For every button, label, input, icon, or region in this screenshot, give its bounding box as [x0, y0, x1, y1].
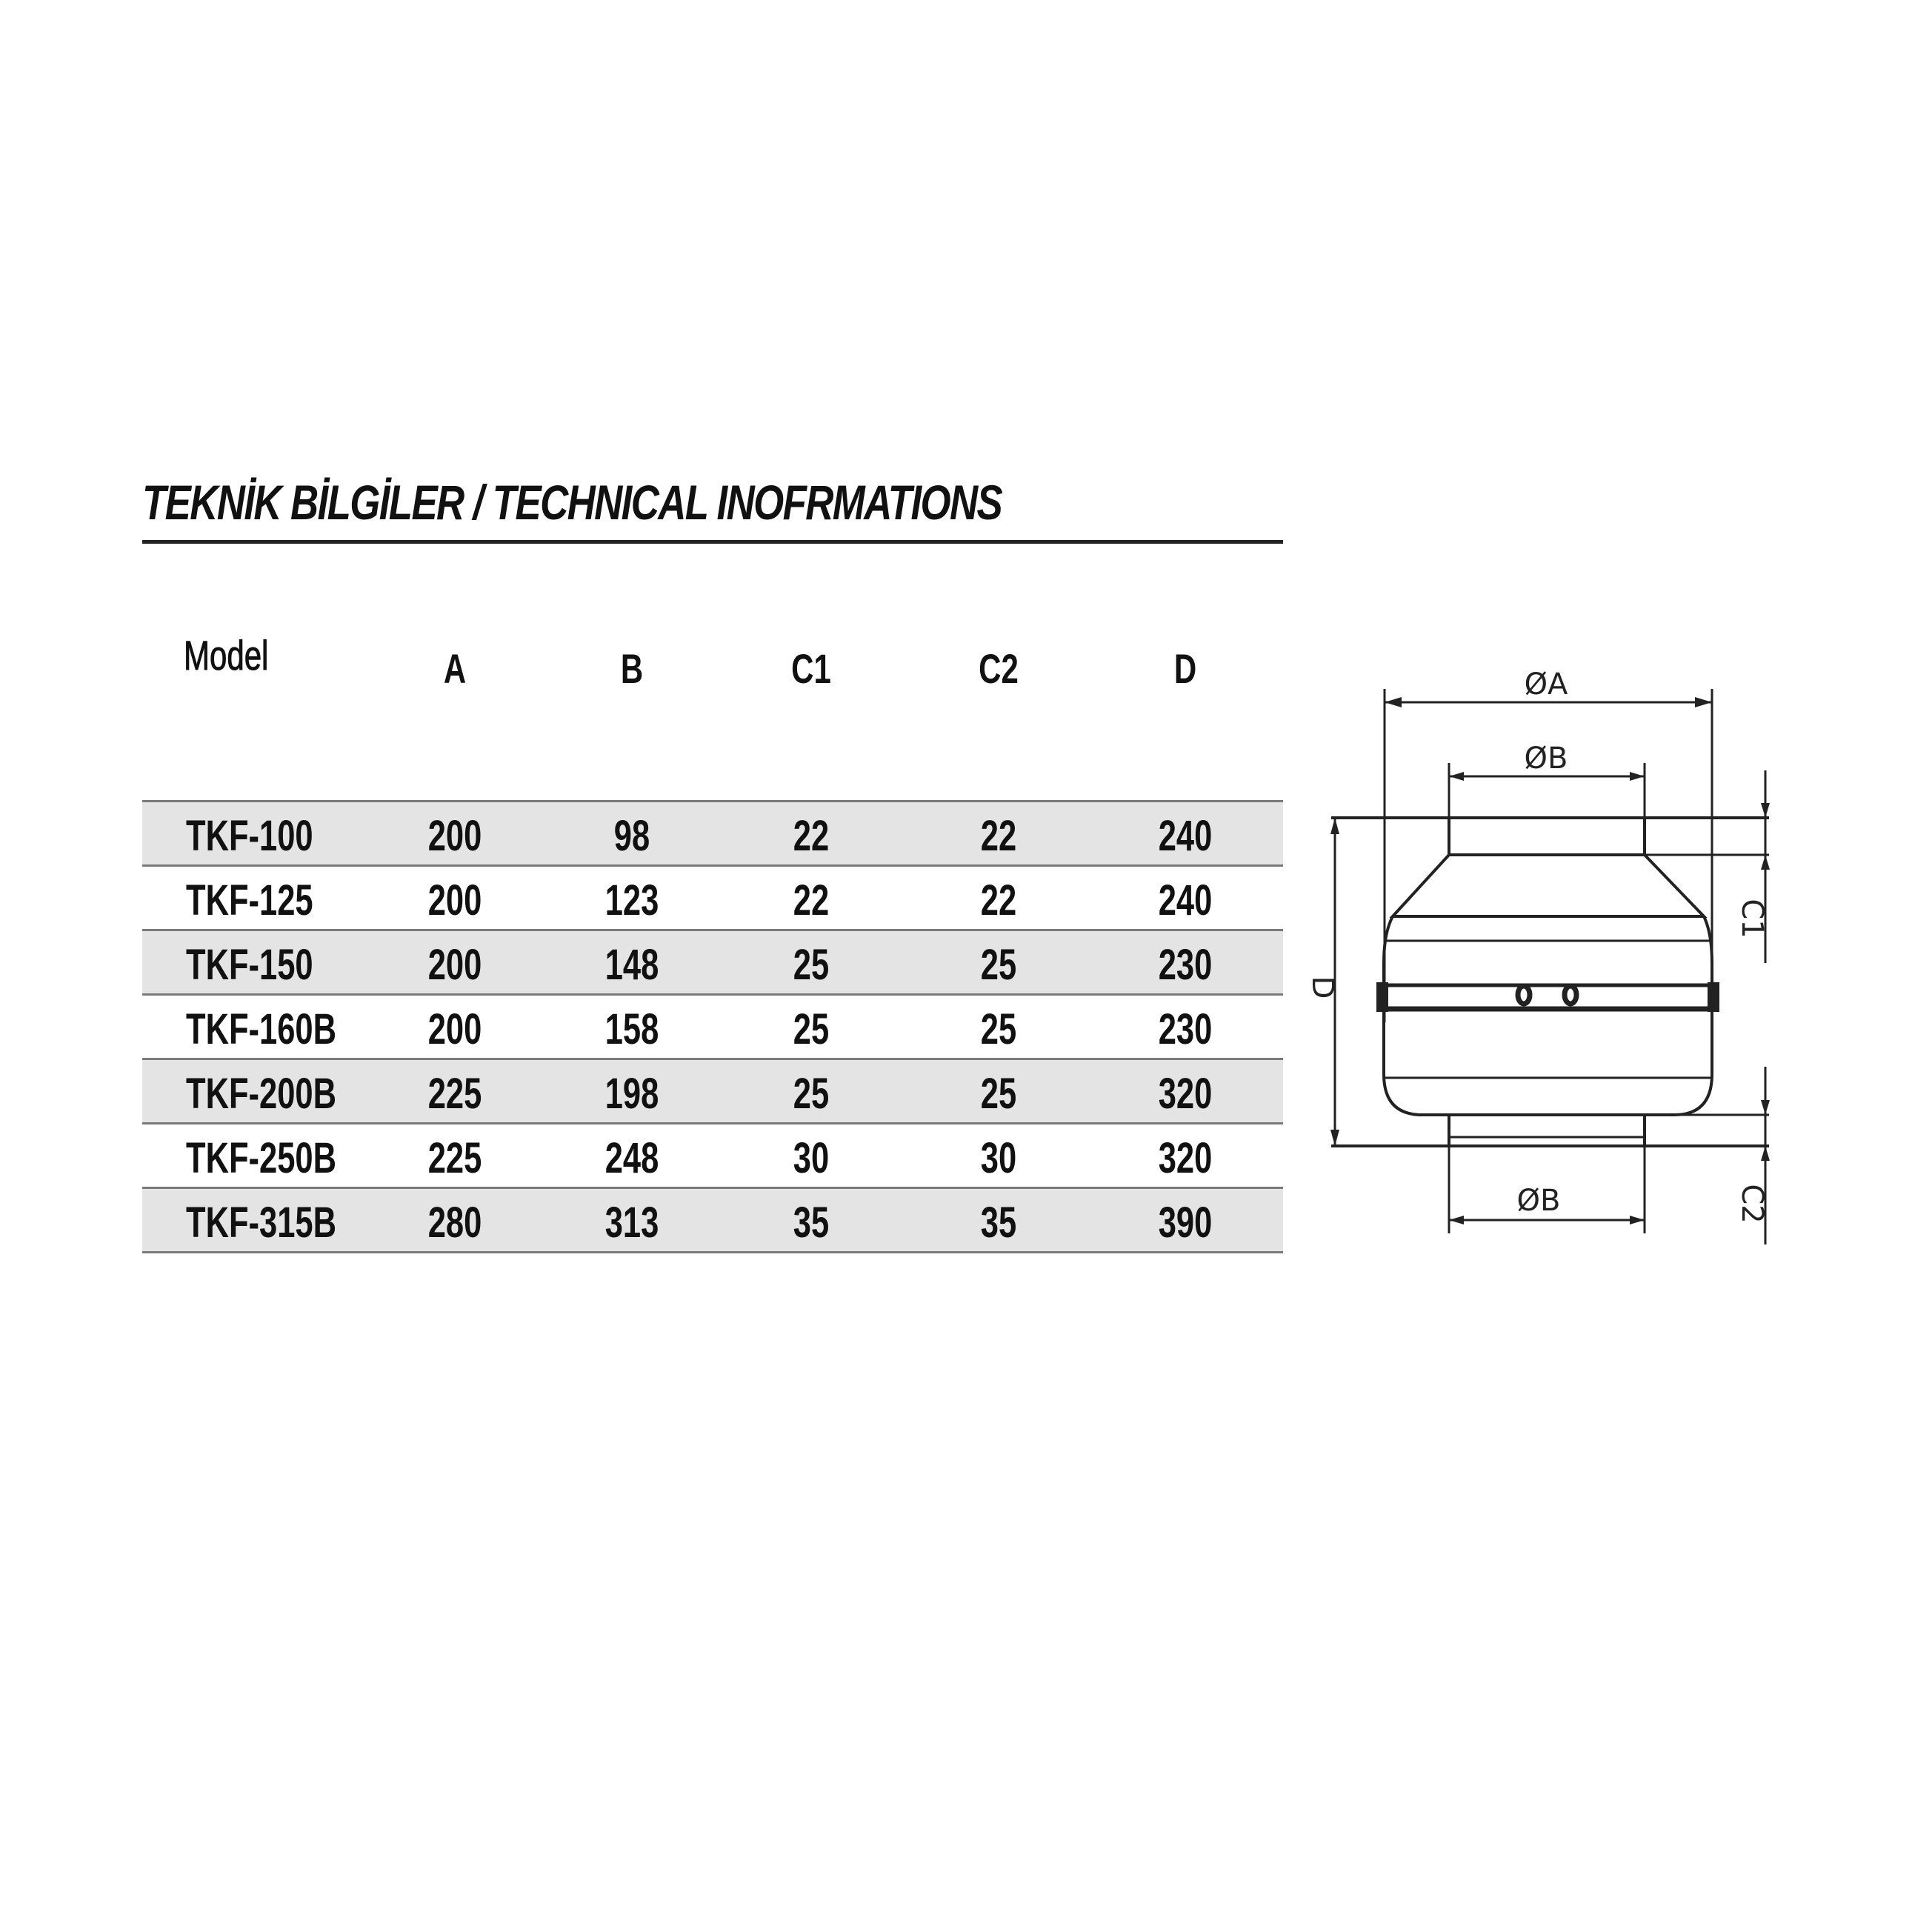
band-clamp-left	[1376, 982, 1388, 1012]
cell-b: 248	[604, 1134, 659, 1182]
cell-model: TKF-250B	[186, 1134, 337, 1182]
arrow-icon	[1695, 697, 1712, 707]
cell-c1: 25	[793, 1070, 830, 1118]
cell-c1: 22	[793, 812, 830, 860]
arrow-icon	[1630, 772, 1645, 781]
cell-c2: 25	[980, 1005, 1017, 1053]
cell-d: 230	[1158, 1005, 1213, 1053]
header-c2: C2	[979, 645, 1019, 692]
cell-a: 200	[427, 812, 482, 860]
cell-d: 320	[1158, 1134, 1213, 1182]
title-divider	[142, 540, 1283, 544]
arrow-icon	[1449, 772, 1464, 781]
table-row: TKF-150 200 148 25 25 230	[142, 931, 1283, 996]
cell-c2: 35	[980, 1199, 1017, 1247]
cell-a: 200	[427, 876, 482, 924]
cell-model: TKF-100	[186, 812, 313, 860]
bottom-duct-collar	[1448, 1113, 1646, 1147]
top-duct-collar	[1448, 816, 1646, 856]
cell-c2: 25	[980, 941, 1017, 989]
arrow-icon	[1761, 855, 1770, 870]
cell-c2: 22	[980, 876, 1017, 924]
arrow-icon	[1761, 1146, 1770, 1161]
cell-c1: 35	[793, 1199, 830, 1247]
header-d: D	[1173, 645, 1197, 692]
arrow-icon	[1330, 1130, 1339, 1146]
label-diameter-b-top: ØB	[1525, 742, 1568, 776]
table-row: TKF-125 200 123 22 22 240	[142, 867, 1283, 931]
cell-d: 320	[1158, 1070, 1213, 1118]
arrow-icon	[1630, 1216, 1645, 1224]
header-b: B	[620, 645, 644, 692]
bolt-hole-icon	[1515, 983, 1533, 1007]
header-model: Model	[184, 632, 269, 679]
cell-c2: 30	[980, 1134, 1017, 1182]
cell-d: 240	[1158, 812, 1213, 860]
cell-a: 280	[427, 1199, 482, 1247]
cell-b: 123	[604, 876, 659, 924]
cell-d: 230	[1158, 941, 1213, 989]
cell-b: 158	[604, 1005, 659, 1053]
arrow-icon	[1761, 1100, 1770, 1115]
cell-model: TKF-150	[186, 941, 313, 989]
table-row: TKF-100 200 98 22 22 240	[142, 800, 1283, 867]
cell-c1: 25	[793, 1005, 830, 1053]
label-c2: C2	[1735, 1184, 1769, 1223]
arrow-icon	[1330, 818, 1339, 834]
cell-c1: 30	[793, 1134, 830, 1182]
cell-a: 225	[427, 1070, 482, 1118]
cell-c2: 22	[980, 812, 1017, 860]
cell-b: 98	[613, 812, 650, 860]
table-row: TKF-160B 200 158 25 25 230	[142, 996, 1283, 1060]
cell-a: 200	[427, 1005, 482, 1053]
fan-cone	[1389, 853, 1708, 918]
fan-body	[1382, 916, 1713, 1116]
cell-a: 225	[427, 1134, 482, 1182]
cell-b: 198	[604, 1070, 659, 1118]
cell-b: 148	[604, 941, 659, 989]
cell-c2: 25	[980, 1070, 1017, 1118]
cell-c1: 22	[793, 876, 830, 924]
label-d: D	[1305, 976, 1339, 999]
page-title: TEKNİK BİLGİLER / TECHNICAL INOFRMATIONS	[142, 475, 1003, 530]
cell-model: TKF-200B	[186, 1070, 337, 1118]
cell-d: 240	[1158, 876, 1213, 924]
bolt-hole-icon	[1562, 983, 1579, 1007]
label-diameter-a: ØA	[1525, 667, 1568, 702]
table-row: TKF-200B 225 198 25 25 320	[142, 1060, 1283, 1124]
cell-c1: 25	[793, 941, 830, 989]
cell-model: TKF-125	[186, 876, 313, 924]
cell-d: 390	[1158, 1199, 1213, 1247]
cell-model: TKF-160B	[186, 1005, 337, 1053]
cell-b: 313	[604, 1199, 659, 1247]
header-c1: C1	[791, 645, 831, 692]
arrow-icon	[1385, 697, 1402, 707]
cell-model: TKF-315B	[186, 1199, 337, 1247]
label-diameter-b-bottom: ØB	[1517, 1184, 1561, 1218]
arrow-icon	[1449, 1216, 1464, 1224]
cell-a: 200	[427, 941, 482, 989]
table-row: TKF-250B 225 248 30 30 320	[142, 1124, 1283, 1189]
label-c1: C1	[1735, 899, 1769, 938]
arrow-icon	[1761, 803, 1770, 818]
band-clamp-right	[1708, 982, 1719, 1012]
header-a: A	[443, 645, 467, 692]
table-row: TKF-315B 280 313 35 35 390	[142, 1189, 1283, 1253]
